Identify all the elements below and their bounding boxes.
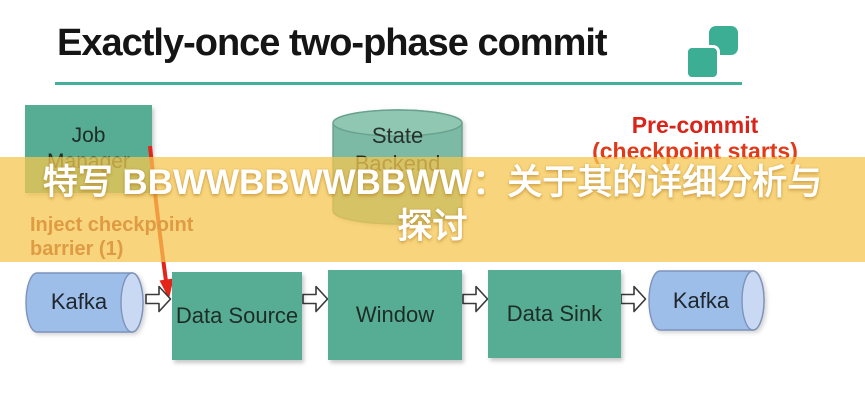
data-sink-label: Data Sink bbox=[506, 301, 603, 326]
inject-checkpoint-line1: Inject checkpoint bbox=[30, 214, 194, 236]
window-label: Window bbox=[355, 302, 435, 327]
pre-commit-line1: Pre-commit bbox=[631, 112, 759, 138]
data-sink-node: Data Sink bbox=[488, 270, 621, 358]
data-source-node: Data Source bbox=[172, 272, 302, 360]
page-title: Exactly-once two-phase commit bbox=[57, 22, 608, 64]
state-backend-label-line1: State bbox=[371, 123, 424, 148]
data-source-label: Data Source bbox=[175, 303, 299, 328]
flow-arrow-icon bbox=[462, 285, 489, 313]
logo-square-front bbox=[685, 45, 720, 80]
kafka-source-label: Kafka bbox=[50, 289, 108, 314]
inject-checkpoint-line2: barrier (1) bbox=[30, 238, 124, 260]
flow-arrow-icon bbox=[620, 285, 647, 313]
title-underline bbox=[55, 82, 742, 85]
window-node: Window bbox=[328, 270, 462, 360]
flow-arrow-icon bbox=[302, 285, 329, 313]
kafka-sink-node bbox=[648, 270, 765, 331]
overlay-title-line1: 特写 BBWWBBWWBBWW：关于其的详细分析与 bbox=[42, 163, 823, 202]
flow-arrow-icon bbox=[145, 285, 172, 313]
overlay-title-line2: 探讨 bbox=[397, 207, 468, 246]
kafka-cylinder-icon bbox=[648, 270, 765, 331]
inject-checkpoint-label: Inject checkpoint barrier (1) bbox=[30, 213, 193, 261]
kafka-source-node bbox=[25, 272, 144, 333]
overlay-title: 特写 BBWWBBWWBBWW：关于其的详细分析与 探讨 bbox=[0, 161, 865, 249]
kafka-cylinder-icon bbox=[25, 272, 144, 333]
kafka-sink-label: Kafka bbox=[672, 287, 730, 313]
overlay-banner bbox=[0, 157, 865, 262]
job-manager-label-line1: Job bbox=[71, 124, 106, 147]
brand-logo-icon bbox=[685, 24, 745, 80]
